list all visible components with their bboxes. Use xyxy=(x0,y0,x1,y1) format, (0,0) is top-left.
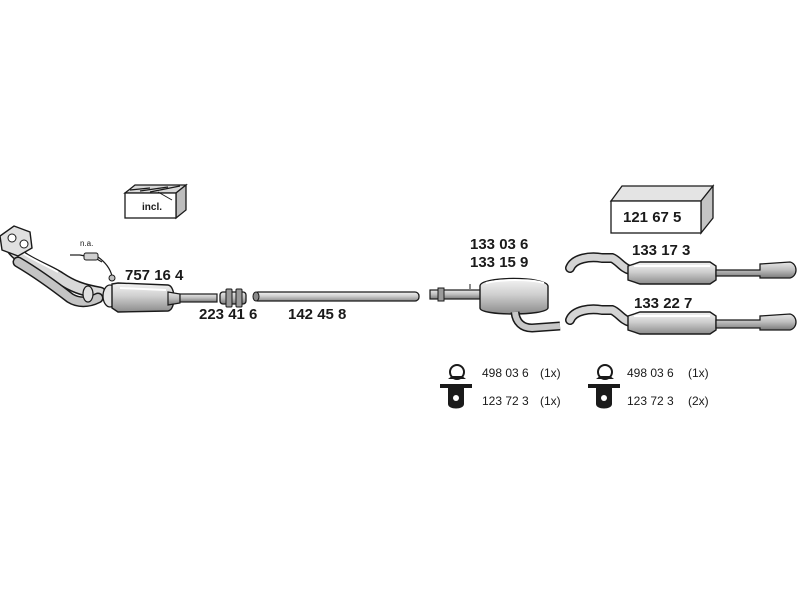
accessory-right-qty-2: (2x) xyxy=(688,394,709,408)
accessory-left-code-2: 123 72 3 xyxy=(482,394,529,408)
rear-muffler-lower xyxy=(565,304,797,335)
mid-pipe xyxy=(252,291,420,302)
accessory-left-qty-2: (1x) xyxy=(540,394,561,408)
na-label: n.a. xyxy=(80,239,94,248)
rubber-mount-icon-right xyxy=(588,384,620,409)
accessory-left-code-1: 498 03 6 xyxy=(482,366,529,380)
front-pipe xyxy=(0,225,107,308)
catalyst-code: 757 16 4 xyxy=(125,267,184,284)
rear-muffler-lower-code: 133 22 7 xyxy=(634,295,693,312)
mounting-kit-code: 121 67 5 xyxy=(623,209,682,226)
centre-muffler-code-2: 133 15 9 xyxy=(470,254,529,271)
accessory-right-code-1: 498 03 6 xyxy=(627,366,674,380)
pipe-connector xyxy=(219,288,247,308)
centre-muffler-code-1: 133 03 6 xyxy=(470,236,529,253)
kit-box-incl xyxy=(123,183,188,220)
clamp-icon-right xyxy=(596,364,614,380)
accessory-right-code-2: 123 72 3 xyxy=(627,394,674,408)
clamp-icon-left xyxy=(448,364,466,380)
kit-box-right xyxy=(609,184,715,235)
rear-muffler-upper-code: 133 17 3 xyxy=(632,242,691,259)
rubber-mount-icon-left xyxy=(440,384,472,409)
catalytic-converter xyxy=(102,282,218,313)
mid-pipe-code: 142 45 8 xyxy=(288,306,347,323)
kit-box-label: incl. xyxy=(142,202,163,213)
accessory-left-qty-1: (1x) xyxy=(540,366,561,380)
rear-muffler-upper xyxy=(565,252,797,285)
accessory-right-qty-1: (1x) xyxy=(688,366,709,380)
connector-code: 223 41 6 xyxy=(199,306,258,323)
centre-muffler xyxy=(429,277,561,333)
lambda-sensor xyxy=(70,252,116,282)
